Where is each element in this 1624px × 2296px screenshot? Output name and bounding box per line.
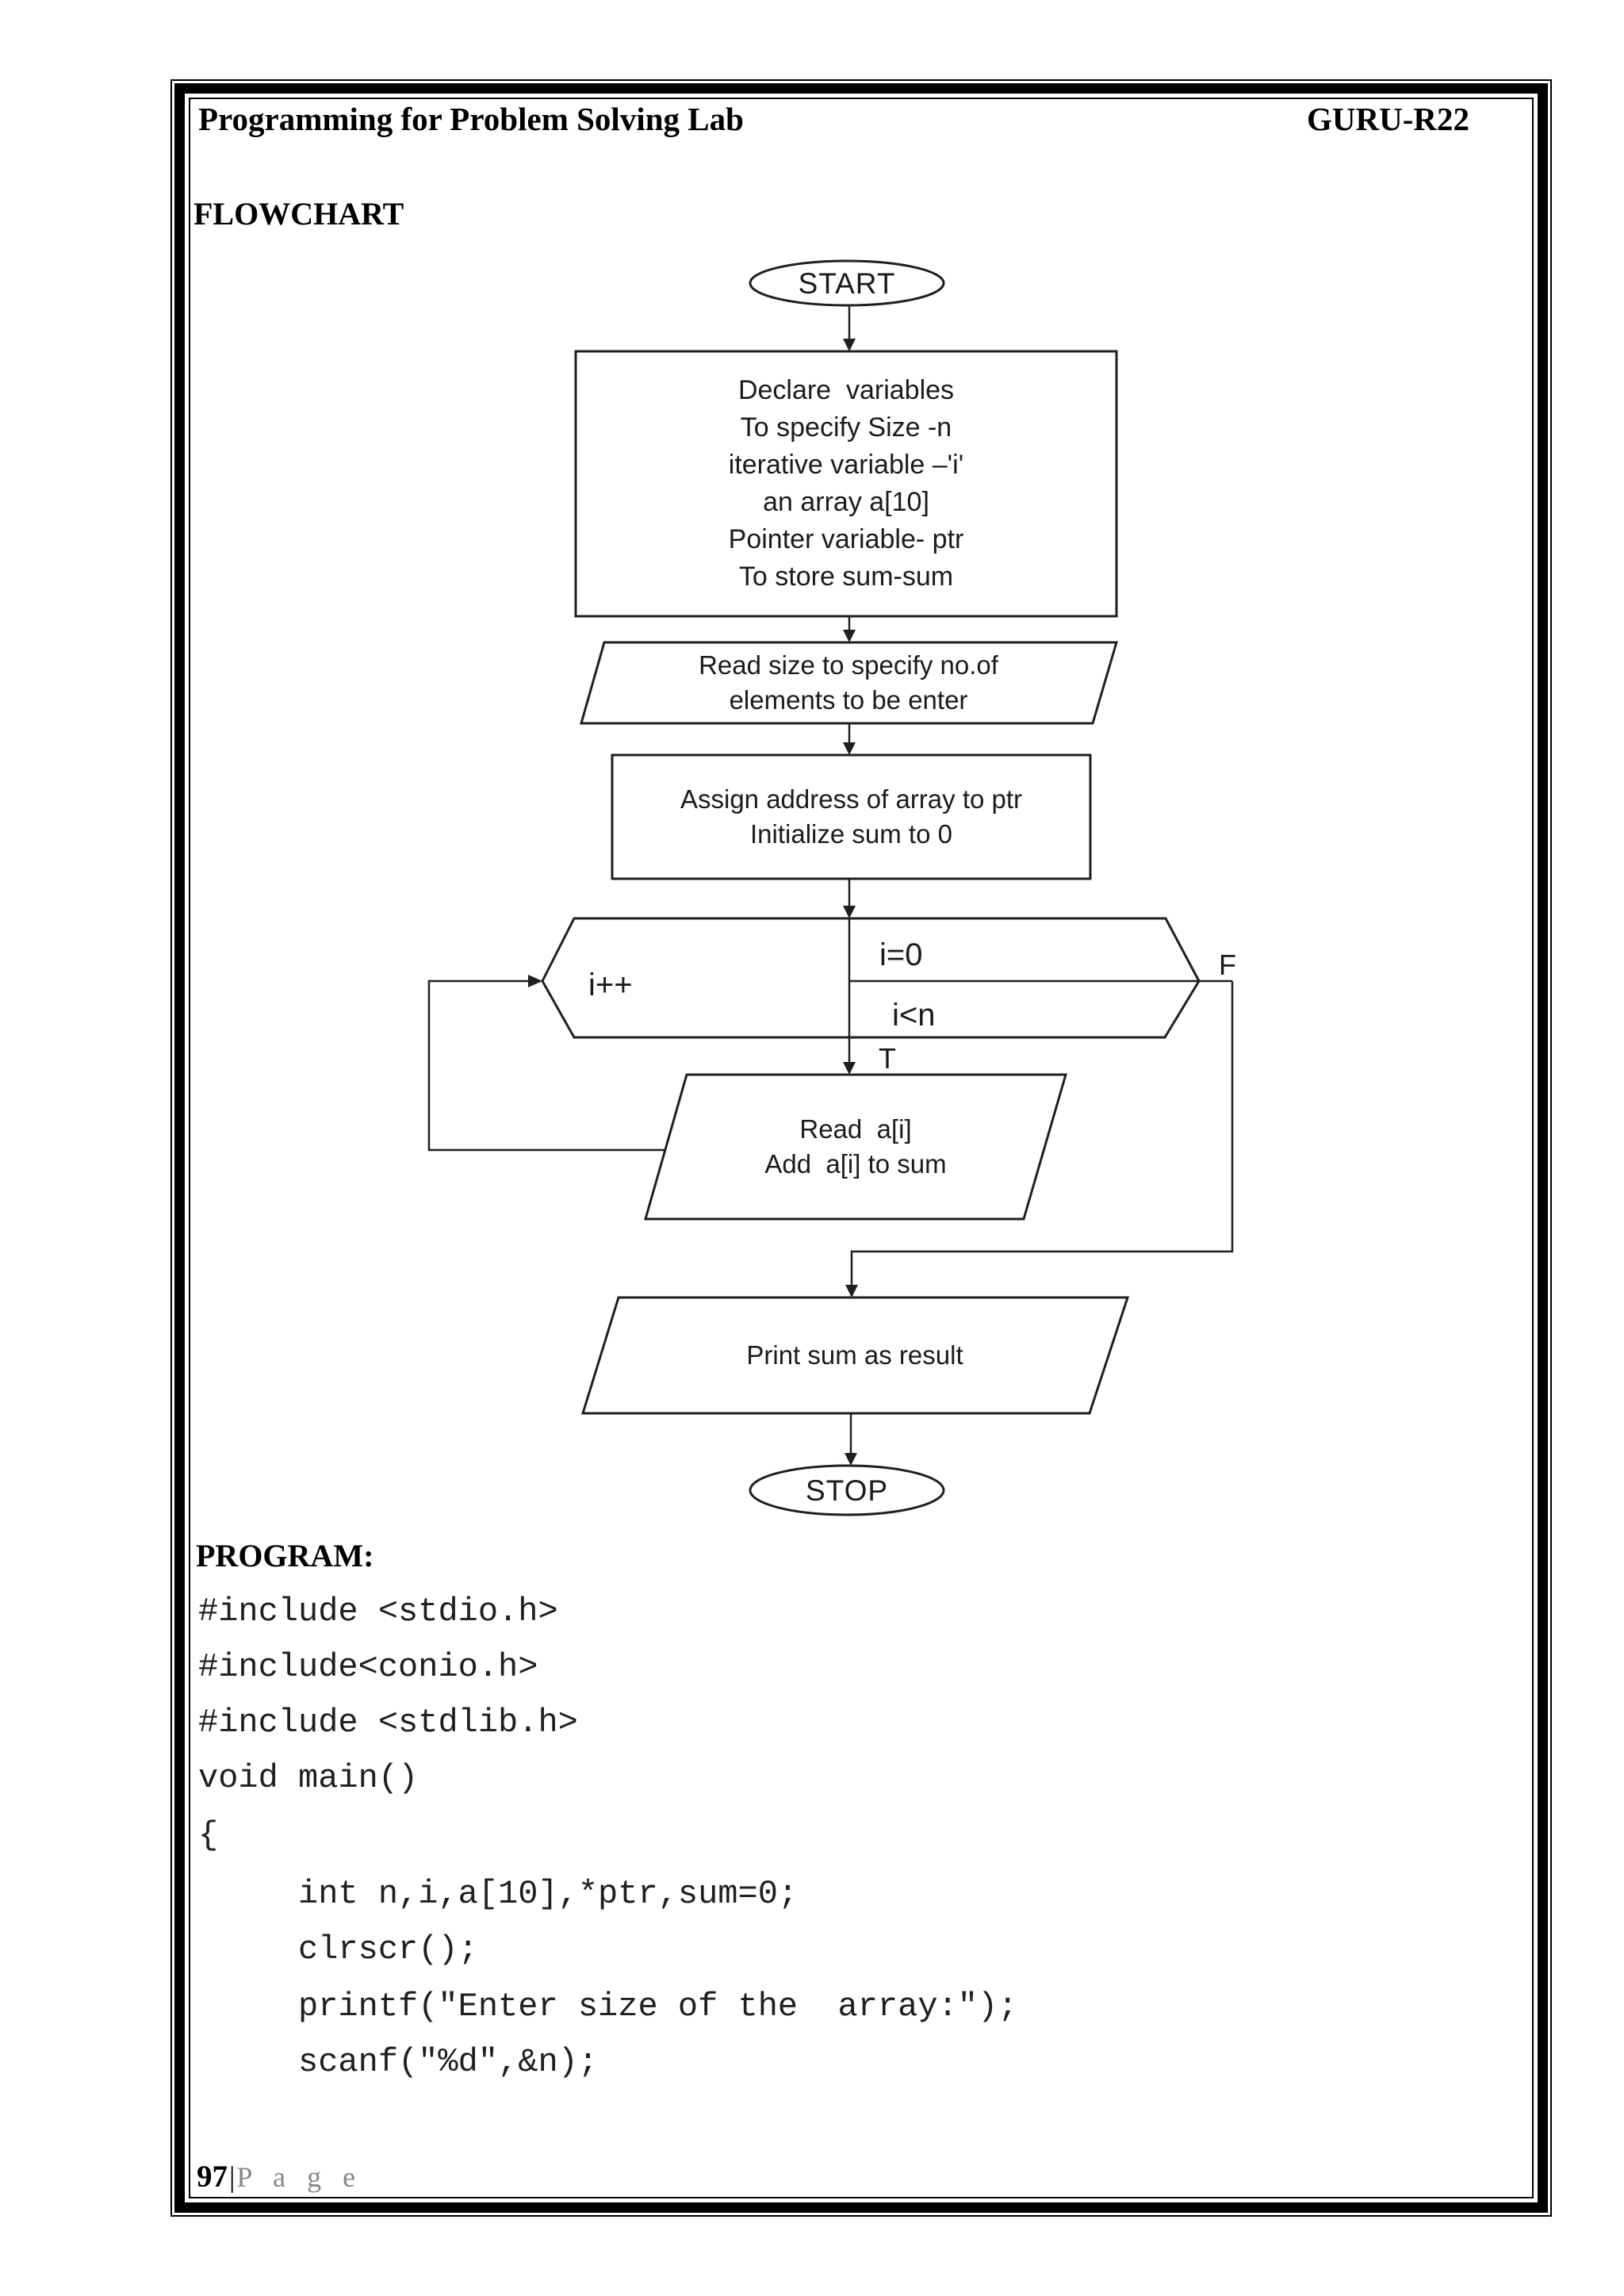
declare-variables-box-text: Declare variables To specify Size -n ite…	[576, 351, 1116, 616]
code-line: int n,i,a[10],*ptr,sum=0;	[298, 1875, 799, 1913]
declare-line: Pointer variable- ptr	[728, 524, 964, 554]
assign-process-text: Assign address of array to ptr Initializ…	[612, 755, 1090, 879]
read-add-line: Add a[i] to sum	[764, 1149, 947, 1179]
arrowhead	[843, 742, 856, 755]
declare-process-shape	[574, 350, 1118, 618]
page-word: P a g e	[236, 2161, 363, 2193]
page-title: Programming for Problem Solving Lab	[198, 101, 744, 137]
page-border-outer	[170, 79, 1552, 2217]
declare-line: To store sum-sum	[738, 562, 954, 592]
code-line: clrscr();	[298, 1930, 478, 1968]
read-size-io-text: Read size to specify no.of elements to b…	[588, 642, 1109, 723]
read-add-io-text: Read a[i] Add a[i] to sum	[645, 1075, 1066, 1219]
arrowhead	[845, 1453, 857, 1466]
print-io-text: Print sum as result	[746, 1340, 963, 1370]
stop-label: STOP	[805, 1474, 889, 1507]
page-footer: 97|P a g e	[197, 2159, 362, 2194]
arrowhead	[843, 1062, 856, 1075]
flowchart-heading: FLOWCHART	[193, 196, 404, 232]
course-code: GURU-R22	[1307, 101, 1469, 137]
code-line: scanf("%d",&n);	[298, 2043, 599, 2081]
assign-process-shape	[611, 753, 1092, 880]
read-add-line: Read a[i]	[799, 1114, 912, 1144]
true-branch-label: T	[879, 1042, 896, 1075]
read-size-io-shape	[580, 641, 1119, 725]
program-heading: PROGRAM:	[196, 1538, 374, 1573]
declare-line: an array a[10]	[763, 487, 929, 517]
arrowhead	[528, 975, 542, 987]
start-label: START	[798, 267, 896, 300]
print-io-shape	[580, 1296, 1130, 1415]
page-border-band	[174, 83, 1548, 2213]
loop-condition-label: i<n	[892, 998, 936, 1033]
false-branch-label: F	[1219, 949, 1236, 981]
arrowhead	[843, 339, 856, 351]
false-branch-connector	[850, 981, 1234, 1286]
declare-line: Declare variables	[737, 375, 955, 405]
declare-line: iterative variable –'i'	[728, 450, 964, 480]
declare-line: To specify Size -n	[740, 412, 952, 443]
footer-separator: |	[229, 2161, 236, 2194]
page-border-inner	[189, 98, 1534, 2198]
code-line: #include <stdlib.h>	[198, 1704, 578, 1742]
arrowhead	[845, 1285, 858, 1297]
read-size-line: elements to be enter	[729, 685, 968, 715]
read-add-io-shape	[644, 1073, 1067, 1221]
loopback-connector	[427, 979, 665, 1152]
loop-increment-label: i++	[588, 968, 633, 1002]
stop-terminator-shape	[749, 1464, 945, 1516]
loop-init-label: i=0	[879, 937, 923, 972]
code-line: #include <stdio.h>	[198, 1593, 558, 1631]
assign-line: Assign address of array to ptr	[680, 784, 1023, 814]
code-line: printf("Enter size of the array:");	[298, 1987, 1018, 2026]
assign-line: Initialize sum to 0	[750, 819, 952, 849]
code-line: #include<conio.h>	[198, 1648, 538, 1686]
loop-hexagon-shape	[541, 917, 1201, 1039]
read-size-line: Read size to specify no.of	[699, 650, 998, 680]
arrowhead	[843, 630, 856, 642]
code-line: {	[198, 1816, 219, 1854]
arrowhead	[843, 906, 856, 918]
start-terminator-shape	[749, 259, 945, 307]
page-number: 97	[197, 2160, 228, 2194]
code-line: void main()	[198, 1759, 419, 1797]
